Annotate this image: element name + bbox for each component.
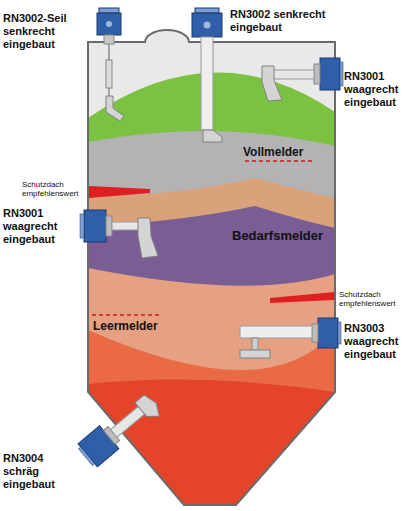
device-label: RN3004 schräg eingebaut — [3, 452, 69, 491]
oblique-sensor — [76, 389, 164, 470]
sensor-cap — [99, 8, 119, 13]
shaft — [112, 222, 140, 230]
orange-layer — [88, 330, 335, 511]
sensor-window — [204, 22, 211, 29]
note-label: Schutzdach empfehlenswert — [22, 180, 86, 198]
device-label: RN3002-Seil senkrecht eingebaut — [3, 12, 79, 51]
sensor-cap — [195, 8, 219, 13]
label-text: Vollmelder — [243, 145, 325, 159]
flange — [312, 324, 318, 342]
sensor-housing — [320, 58, 340, 90]
rope-weight — [106, 60, 112, 88]
sensor-housing — [84, 210, 106, 242]
red-layer — [88, 380, 335, 511]
paddle — [240, 350, 270, 358]
level-label: Vollmelder — [243, 145, 325, 159]
paddle — [203, 130, 222, 142]
level-label: Bedarfsmelder — [232, 228, 332, 243]
level-line — [245, 160, 312, 162]
label-text: RN3002-Seil senkrecht eingebaut — [3, 12, 79, 51]
flange — [314, 64, 320, 84]
shaft — [272, 70, 314, 79]
extension-tube — [201, 37, 213, 130]
sensor-window — [106, 21, 112, 27]
level-line — [92, 314, 162, 316]
label-text: RN3002 senkrecht eingebaut — [230, 8, 342, 34]
green-layer — [88, 72, 335, 511]
device-label: RN3002 senkrecht eingebaut — [230, 8, 342, 34]
label-text: Schutzdach empfehlenswert — [339, 290, 401, 308]
label-text: Bedarfsmelder — [232, 228, 332, 243]
purple-layer — [88, 206, 335, 511]
sensor-cap — [80, 214, 84, 238]
salmon-layer — [88, 268, 335, 511]
label-text: RN3001 waagrecht eingebaut — [344, 70, 403, 109]
extension-tube — [240, 326, 312, 338]
rope-sensor — [97, 8, 124, 121]
silo-outline — [88, 30, 335, 505]
paddle — [138, 218, 158, 258]
sensor-housing — [192, 13, 222, 37]
side-sensor — [262, 58, 343, 101]
sensor-neck — [104, 35, 114, 44]
note-label: Schutzdach empfehlenswert — [339, 290, 401, 308]
sensor-cap — [78, 447, 94, 466]
level-label: Leermelder — [93, 319, 175, 333]
protective-roof — [89, 186, 150, 198]
label-text: Leermelder — [93, 319, 175, 333]
protective-roof — [270, 292, 334, 303]
grey-layer — [88, 131, 335, 511]
long-side-sensor — [240, 318, 341, 358]
device-label: RN3001 waagrecht eingebaut — [3, 207, 67, 246]
device-label: RN3003 waagrecht eingebaut — [344, 322, 403, 361]
sensor-cap — [338, 322, 341, 344]
label-text: RN3001 waagrecht eingebaut — [3, 207, 67, 246]
label-text: Schutzdach empfehlenswert — [22, 180, 86, 198]
label-text: RN3004 schräg eingebaut — [3, 452, 69, 491]
paddle — [262, 66, 282, 101]
sensor-housing — [318, 318, 338, 348]
bulk-layers — [80, 20, 350, 511]
paddle — [135, 392, 164, 422]
rod-sensor — [192, 8, 222, 142]
label-text: RN3003 waagrecht eingebaut — [344, 322, 403, 361]
flange — [106, 216, 112, 236]
paddle — [106, 96, 124, 121]
shaft — [252, 338, 258, 350]
tan-layer — [88, 178, 335, 511]
sensor-housing — [97, 13, 121, 35]
device-label: RN3001 waagrecht eingebaut — [344, 70, 403, 109]
side-sensor — [80, 210, 158, 258]
empty-space — [80, 20, 350, 511]
sensor-cap — [340, 62, 343, 86]
